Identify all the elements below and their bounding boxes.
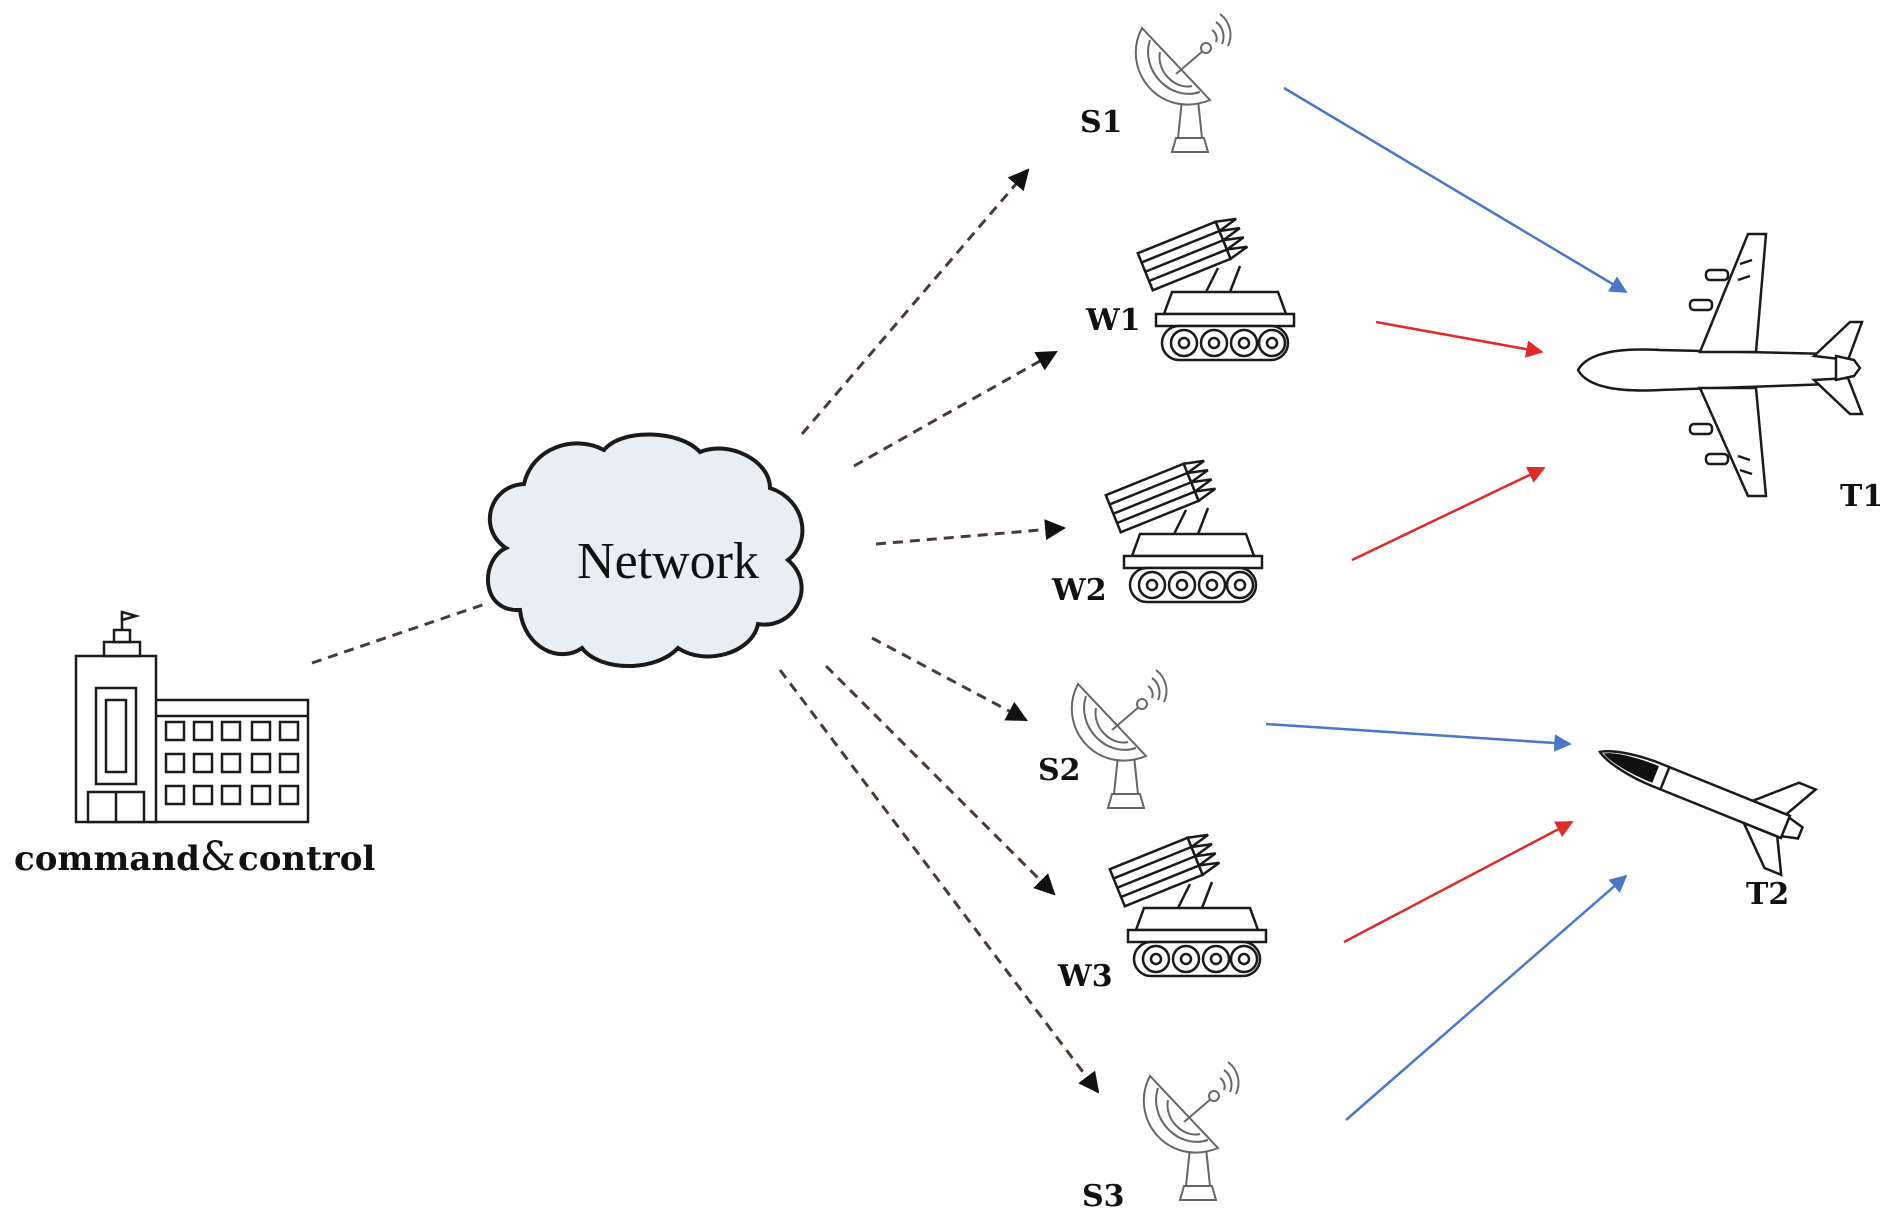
network-label: Network (577, 533, 759, 590)
radar-dish-icon (1134, 13, 1232, 153)
link-network-s2 (871, 636, 1028, 722)
link-w2-t1 (1351, 466, 1546, 562)
target-label-t1: T1 (1840, 479, 1880, 514)
weapon-label-w2: W2 (1051, 573, 1107, 608)
radar-dish-icon (1070, 669, 1168, 809)
radar-dish-icon (1142, 1061, 1240, 1201)
link-network-s1 (800, 168, 1030, 435)
rocket-launcher-vehicle-icon (1136, 212, 1296, 362)
link-network-w3 (824, 664, 1056, 896)
sensor-label-s3: S3 (1082, 1179, 1125, 1214)
cloud-icon (485, 432, 805, 668)
command-label: command (14, 839, 200, 879)
link-network-s3 (778, 669, 1100, 1094)
link-command-network (311, 601, 489, 665)
building-icon (74, 610, 310, 824)
ampersand-label: & (200, 834, 236, 880)
link-w1-t1 (1375, 320, 1544, 358)
link-s3-t2 (1345, 874, 1628, 1121)
rocket-launcher-vehicle-icon (1108, 828, 1268, 978)
missile-icon (1597, 750, 1819, 877)
sensor-label-s1: S1 (1080, 105, 1123, 140)
link-w3-t2 (1343, 820, 1574, 944)
link-network-w2 (875, 519, 1067, 546)
airplane-icon (1576, 232, 1864, 498)
rocket-launcher-vehicle-icon (1104, 454, 1264, 604)
sensor-label-s2: S2 (1038, 753, 1081, 788)
target-label-t2: T2 (1746, 877, 1789, 912)
link-s2-t2 (1265, 722, 1572, 752)
control-label: control (238, 839, 375, 879)
weapon-label-w1: W1 (1085, 303, 1141, 338)
weapon-label-w3: W3 (1057, 959, 1113, 994)
link-s1-t1 (1283, 86, 1628, 294)
link-network-w1 (853, 350, 1058, 468)
